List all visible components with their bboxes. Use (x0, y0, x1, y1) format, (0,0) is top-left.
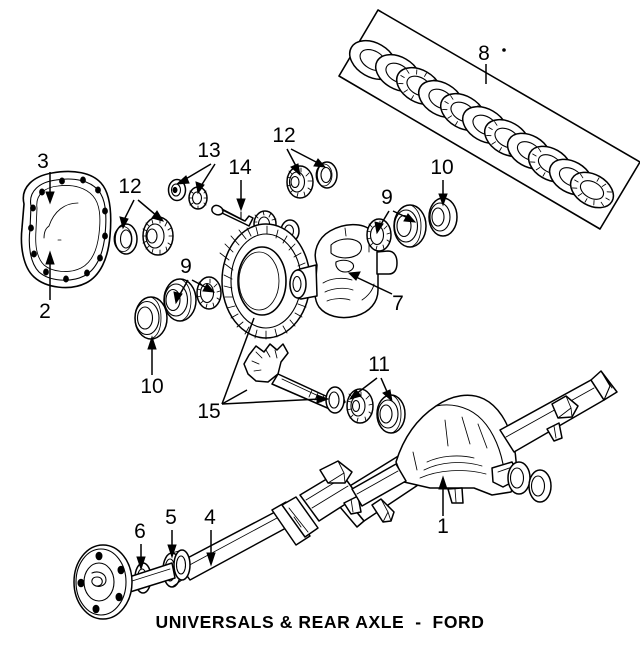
part-shim-kit (338, 9, 640, 230)
part-side-bearing-left (134, 276, 222, 340)
part-drive-pinion (243, 343, 346, 414)
part-axle-stub (125, 562, 176, 593)
part-differential-case (289, 223, 398, 319)
callout-14: 14 (228, 156, 252, 179)
part-side-gear-washers (167, 178, 208, 210)
callout-12a: 12 (118, 175, 141, 198)
diagram-title-bar: UNIVERSALS & REAR AXLE - FORD (0, 612, 640, 633)
callout-9a: 9 (180, 255, 192, 278)
part-axle-flange (73, 544, 133, 620)
callout-15: 15 (197, 400, 220, 423)
callout-3: 3 (37, 150, 49, 173)
callout-6: 6 (134, 520, 146, 543)
part-pinion-shaft (211, 204, 254, 227)
callout-10b: 10 (430, 156, 453, 179)
part-axle-housing (333, 370, 618, 528)
callout-10a: 10 (140, 375, 163, 398)
part-differential-cover (20, 170, 112, 289)
callout-11: 11 (368, 353, 390, 376)
callout-13: 13 (197, 139, 220, 162)
callout-5: 5 (165, 506, 177, 529)
leader-lines (45, 64, 487, 571)
part-pinion-washer-upper (286, 161, 338, 199)
part-ring-gear (219, 223, 311, 340)
callout-7: 7 (392, 292, 404, 315)
callout-4: 4 (204, 506, 216, 529)
callout-2: 2 (39, 300, 51, 323)
callout-9b: 9 (381, 186, 393, 209)
callout-8: 8 (478, 42, 490, 65)
callout-1: 1 (437, 515, 449, 538)
callout-12b: 12 (272, 124, 295, 147)
page-title: UNIVERSALS & REAR AXLE - FORD (155, 612, 485, 632)
callout-numbers: 3 2 12 13 14 12 8 9 9 10 10 7 11 15 1 4 … (37, 42, 490, 543)
shim-stack (348, 39, 615, 209)
